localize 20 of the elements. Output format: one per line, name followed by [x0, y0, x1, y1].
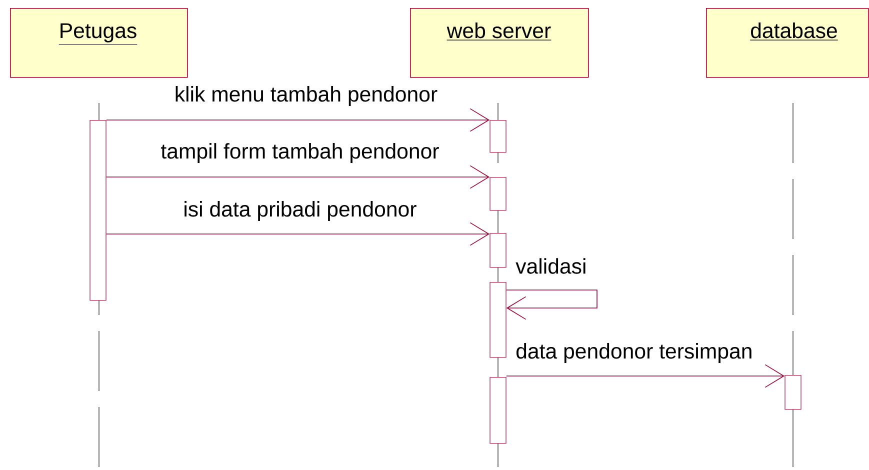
activation-bar [90, 120, 106, 301]
message-label: data pendonor tersimpan [514, 342, 754, 364]
message-arrow [106, 165, 490, 189]
lifeline-head: Petugas [10, 8, 188, 78]
message-arrow [506, 364, 785, 388]
activation-bar [784, 375, 802, 410]
lifeline-head: web server [410, 8, 589, 78]
message-label: tampil form tambah pendonor [159, 142, 441, 164]
self-message-arrow [506, 290, 598, 320]
message-label: validasi [514, 256, 588, 276]
activation-bar [490, 177, 506, 211]
lifeline-head: database [706, 8, 869, 78]
message-label: klik menu tambah pendonor [173, 84, 439, 108]
message-arrow [106, 108, 490, 132]
activation-bar [490, 282, 506, 358]
activation-bar [490, 377, 506, 444]
activation-bar [490, 232, 506, 268]
message-label: isi data pribadi pendonor [182, 200, 418, 222]
activation-bar [490, 120, 506, 153]
message-arrow [106, 222, 490, 246]
